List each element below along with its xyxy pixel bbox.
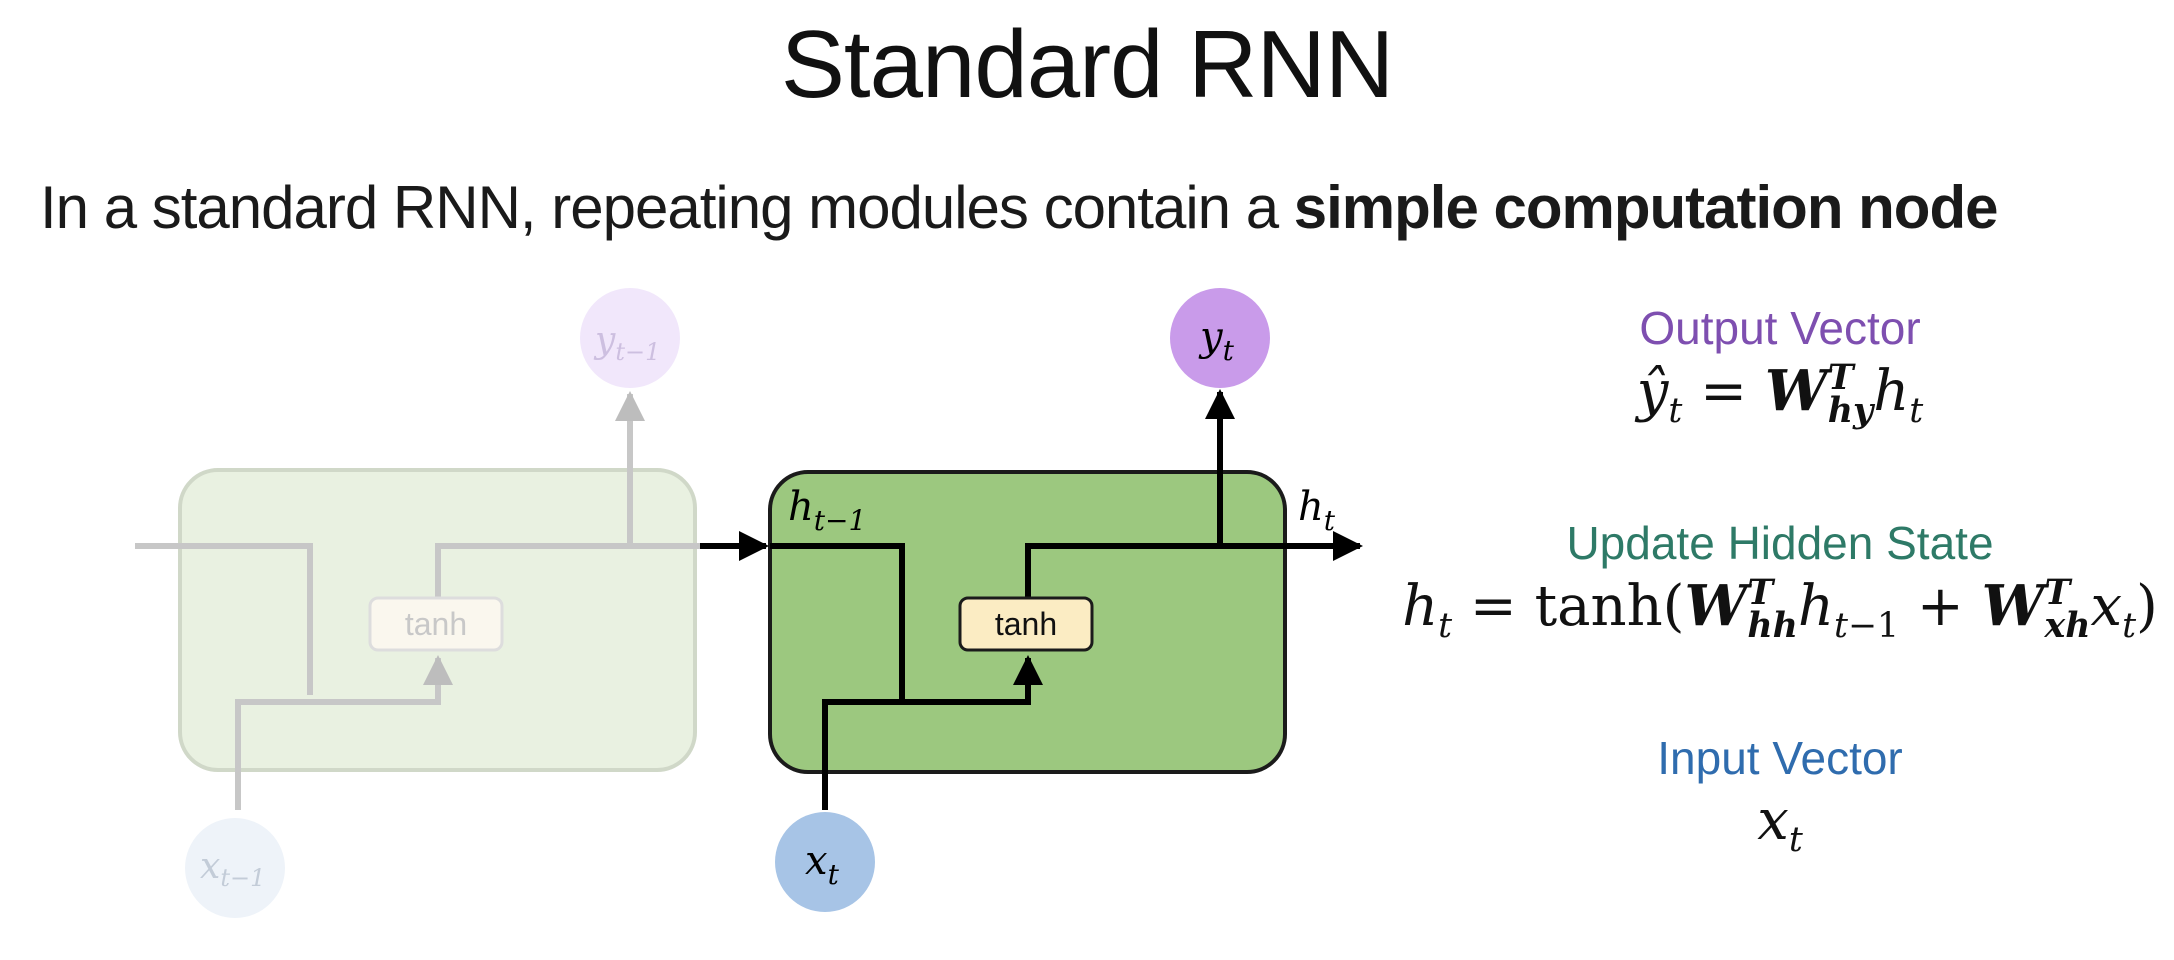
previous-tanh-box bbox=[368, 596, 504, 652]
tanh-box bbox=[958, 596, 1094, 652]
input-node bbox=[775, 812, 875, 912]
output-node bbox=[1170, 288, 1270, 388]
rnn-diagram: tanh yt−1 xt−1 tanh ht−1 ht yt xt bbox=[135, 288, 1363, 918]
hidden-out-label: ht bbox=[1298, 484, 1336, 537]
input-equation: xt bbox=[1757, 788, 1803, 861]
input-equation-block: Input Vector xt bbox=[1380, 730, 2174, 875]
update-hidden-state-label: Update Hidden State bbox=[1566, 517, 1994, 569]
previous-output-node bbox=[580, 288, 680, 388]
slide-subtitle: In a standard RNN, repeating modules con… bbox=[40, 168, 1999, 248]
previous-hidden-wire bbox=[135, 543, 313, 695]
input-wire bbox=[822, 655, 1043, 810]
previous-input-wire bbox=[235, 655, 453, 810]
input-vector-label: Input Vector bbox=[1657, 732, 1903, 784]
hidden-wire bbox=[770, 543, 905, 702]
tanh-label: tanh bbox=[995, 606, 1057, 642]
previous-input-node bbox=[185, 818, 285, 918]
current-cell: tanh ht−1 ht yt xt bbox=[700, 288, 1363, 912]
previous-cell: tanh yt−1 xt−1 bbox=[135, 288, 700, 918]
subtitle-plain: In a standard RNN, repeating modules con… bbox=[40, 174, 1294, 241]
subtitle-bold: simple computation node bbox=[1293, 174, 1999, 241]
previous-tanh-label: tanh bbox=[405, 606, 467, 642]
output-vector-label: Output Vector bbox=[1639, 302, 1921, 354]
slide-title: Standard RNN bbox=[780, 11, 1394, 118]
